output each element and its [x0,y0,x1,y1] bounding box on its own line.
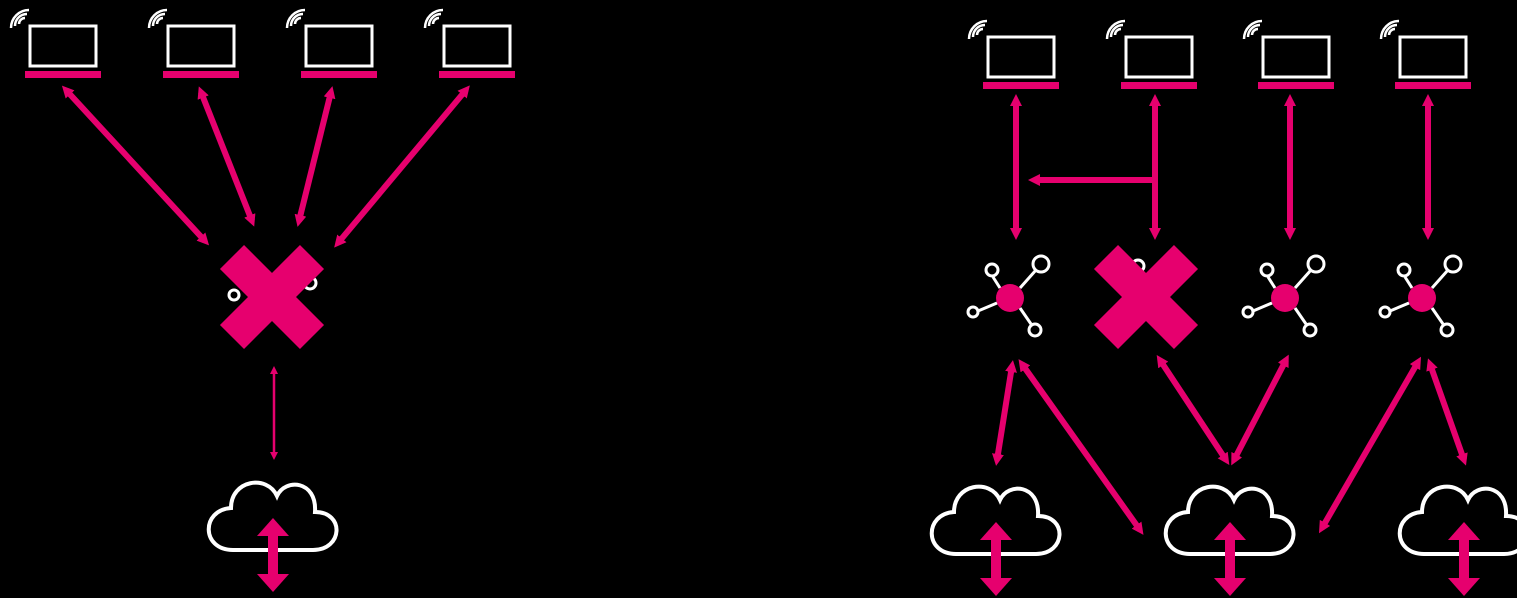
right-diagram [929,19,1517,596]
right-laptop-4-icon [1379,19,1471,89]
left-laptop-3-icon [285,8,377,78]
right-failure-x-icon [1093,244,1199,350]
left-cloud-icon [206,480,339,592]
right-link-hub1-cloud2-arrow [1018,359,1144,535]
right-cloud-3-icon [1397,484,1517,596]
left-laptop-2-icon [147,8,239,78]
right-link-hub4-cloud2-arrow [1318,356,1422,534]
left-laptop-1-icon [9,8,101,78]
right-link-hub4-cloud3-arrow [1426,358,1468,466]
right-cloud-2-icon [1163,484,1296,596]
right-hub-1-icon [966,254,1051,338]
left-link-laptop-3-arrow [294,86,336,227]
right-hub-3-icon [1241,254,1326,338]
left-laptop-4-icon [423,8,515,78]
right-link-hub1-cloud1-arrow [992,360,1017,466]
right-link-hub3-cloud2-arrow [1231,354,1289,466]
right-link-hub2-cloud2-arrow [1156,354,1230,466]
left-link-laptop-1-arrow [61,85,210,246]
right-laptop-2-icon [1105,19,1197,89]
right-laptop-3-icon [1242,19,1334,89]
left-link-laptop-2-arrow [197,86,256,227]
left-failure-x-icon [219,244,325,350]
right-hub-4-icon [1378,254,1463,338]
right-laptop-1-icon [967,19,1059,89]
left-link-laptop-4-arrow [334,85,470,248]
right-cloud-1-icon [929,484,1062,596]
left-diagram [9,8,515,592]
